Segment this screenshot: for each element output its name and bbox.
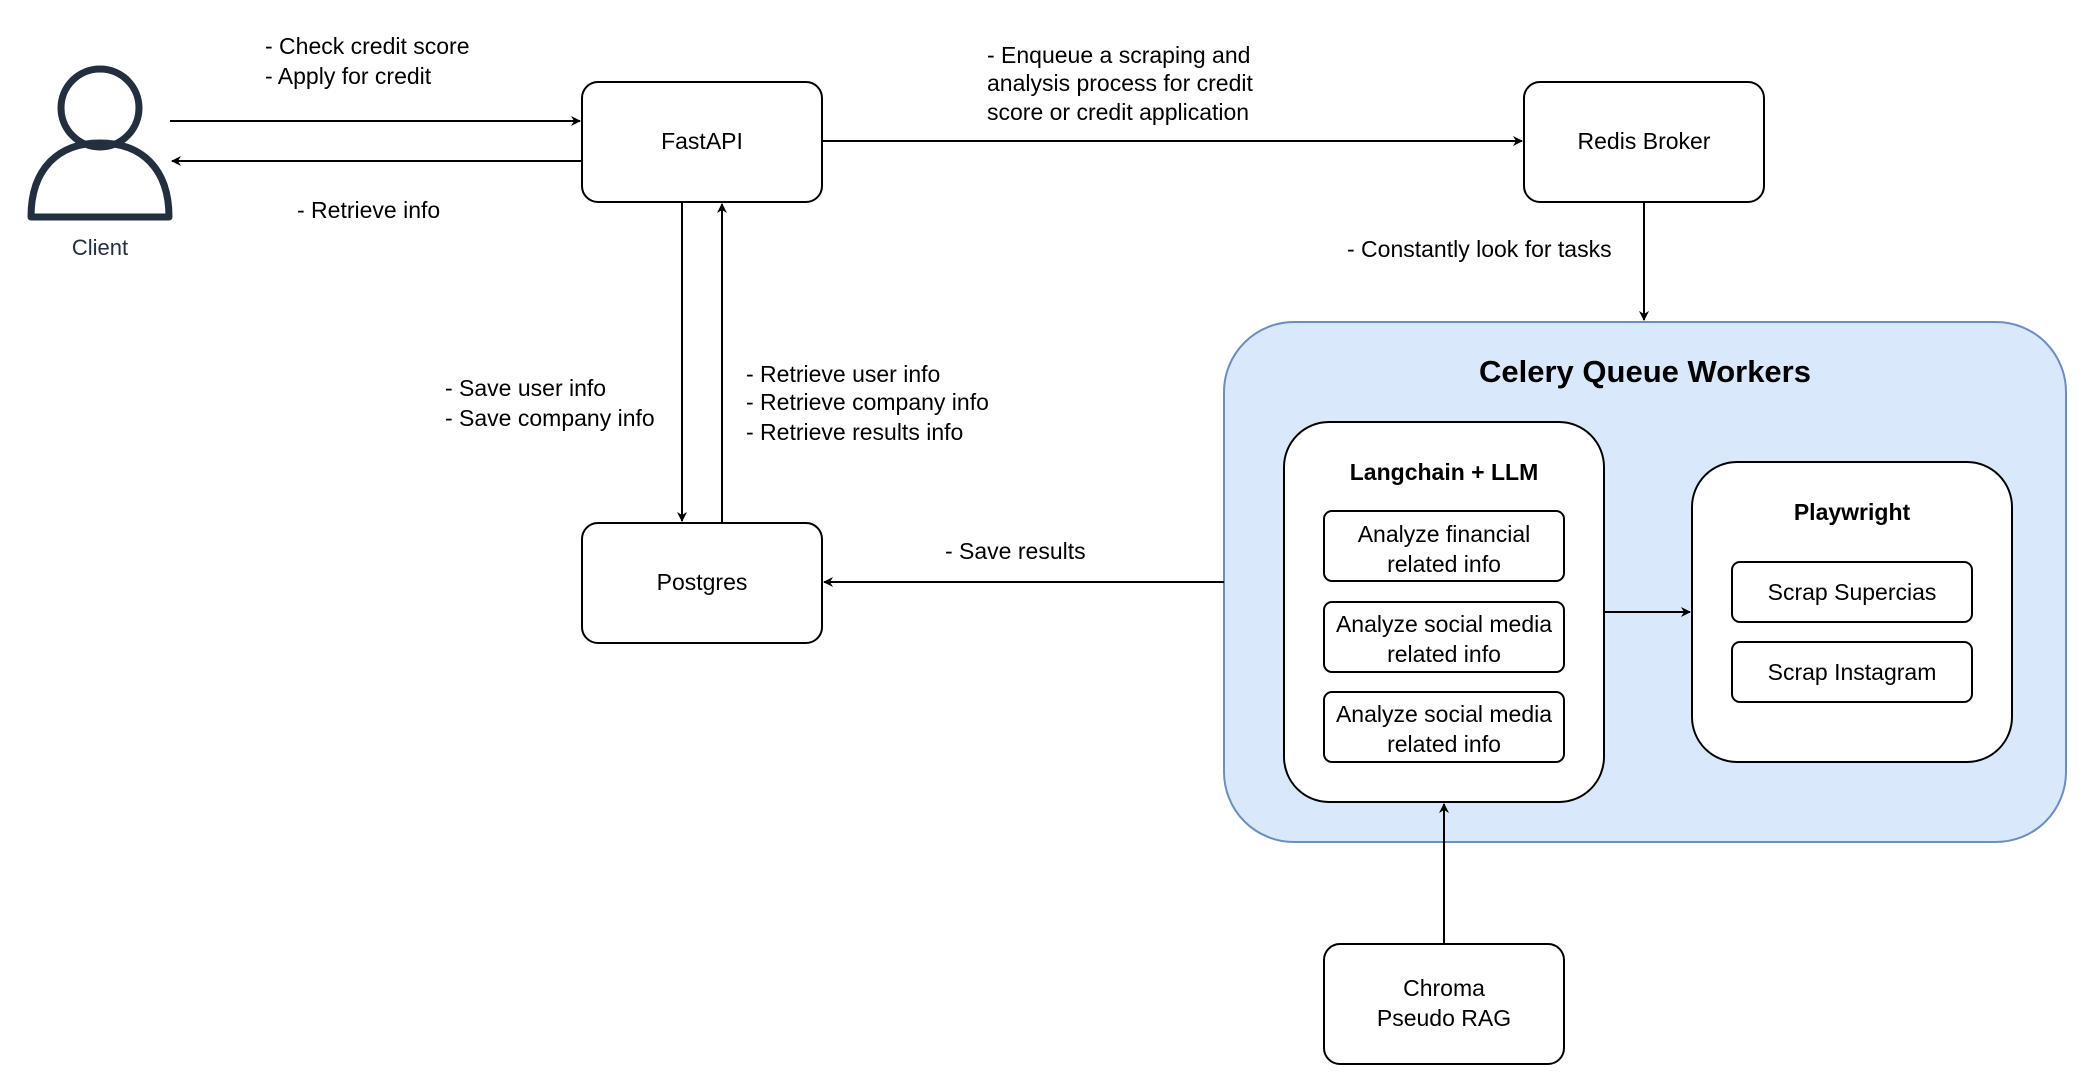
- label-postgres-to-api-2: - Retrieve company info: [746, 389, 989, 415]
- chroma-node: Chroma Pseudo RAG: [1323, 943, 1565, 1065]
- playwright-title: Playwright: [1794, 499, 1911, 525]
- fastapi-node: FastAPI: [581, 81, 823, 203]
- redis-label: Redis Broker: [1578, 128, 1711, 154]
- task-label-line2: related info: [1387, 641, 1501, 667]
- user-icon: [27, 65, 173, 221]
- client-node: Client: [27, 65, 173, 260]
- task-scrap-supercias: Scrap Supercias: [1731, 561, 1973, 623]
- label-api-to-postgres-2: - Save company info: [445, 405, 655, 431]
- label-redis-to-celery-1: - Constantly look for tasks: [1347, 236, 1612, 262]
- fastapi-label: FastAPI: [661, 128, 743, 154]
- label-api-to-client-1: - Retrieve info: [297, 197, 440, 223]
- label-celery-to-postgres-1: - Save results: [945, 538, 1086, 564]
- task-label-line1: Analyze social media: [1336, 611, 1552, 637]
- label-api-to-redis-3: score or credit application: [987, 99, 1249, 125]
- task-label: Scrap Supercias: [1768, 579, 1937, 605]
- postgres-node: Postgres: [581, 522, 823, 644]
- label-postgres-to-api-1: - Retrieve user info: [746, 361, 940, 387]
- playwright-box: Playwright Scrap Supercias Scrap Instagr…: [1691, 461, 2013, 763]
- task-label-line1: Analyze social media: [1336, 701, 1552, 727]
- task-analyze-social-1: Analyze social media related info: [1323, 601, 1565, 673]
- label-postgres-to-api-3: - Retrieve results info: [746, 419, 963, 445]
- label-api-to-postgres-1: - Save user info: [445, 375, 606, 401]
- task-label-line1: Analyze financial: [1358, 521, 1531, 547]
- edge-labels: - Check credit score - Apply for credit …: [265, 33, 1612, 564]
- langchain-title: Langchain + LLM: [1350, 459, 1538, 485]
- label-client-to-api-2: - Apply for credit: [265, 63, 432, 89]
- label-api-to-redis-1: - Enqueue a scraping and: [987, 42, 1250, 68]
- task-analyze-social-2: Analyze social media related info: [1323, 691, 1565, 763]
- client-label: Client: [72, 235, 128, 260]
- redis-node: Redis Broker: [1523, 81, 1765, 203]
- postgres-label: Postgres: [657, 569, 748, 595]
- task-label: Scrap Instagram: [1768, 659, 1937, 685]
- edges: [170, 116, 1691, 944]
- celery-container: Celery Queue Workers Langchain + LLM Ana…: [1223, 321, 2067, 843]
- task-label-line2: related info: [1387, 551, 1501, 577]
- task-label-line2: related info: [1387, 731, 1501, 757]
- celery-title: Celery Queue Workers: [1479, 354, 1811, 389]
- chroma-label-line2: Pseudo RAG: [1377, 1005, 1511, 1031]
- label-api-to-redis-2: analysis process for credit: [987, 70, 1253, 96]
- task-analyze-financial: Analyze financial related info: [1323, 510, 1565, 582]
- chroma-label-line1: Chroma: [1403, 975, 1485, 1001]
- langchain-box: Langchain + LLM Analyze financial relate…: [1283, 421, 1605, 803]
- task-scrap-instagram: Scrap Instagram: [1731, 641, 1973, 703]
- label-client-to-api-1: - Check credit score: [265, 33, 470, 59]
